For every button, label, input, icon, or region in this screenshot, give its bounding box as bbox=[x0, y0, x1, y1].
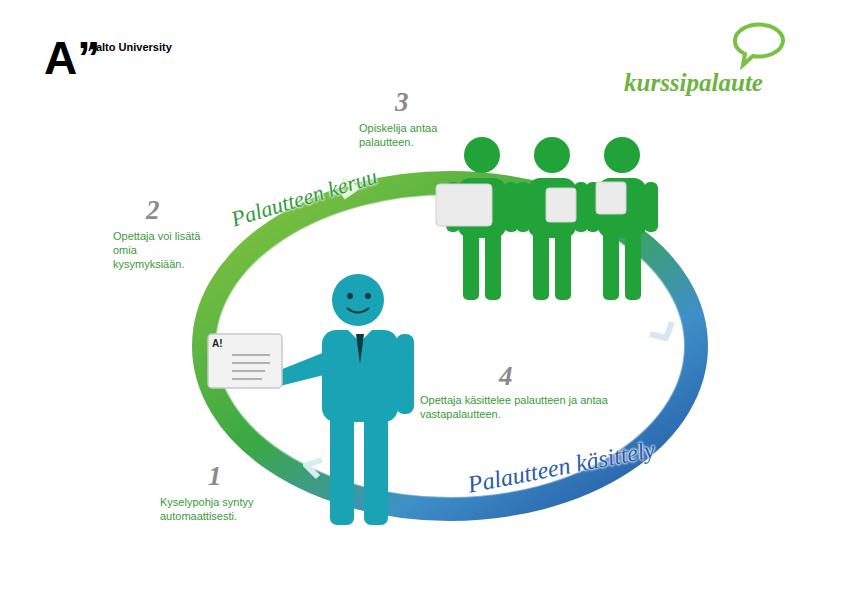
logo-mark: A” bbox=[44, 30, 100, 88]
survey-card bbox=[208, 334, 282, 388]
callout-number: 4 bbox=[499, 360, 513, 394]
step-text: Kyselypohja syntyy automaattisesti. bbox=[160, 496, 285, 524]
step-text: Opiskelija antaa palautteen. bbox=[359, 122, 439, 150]
callout-number: 3 bbox=[395, 86, 409, 120]
speech-bubble bbox=[735, 25, 783, 65]
step-text: Opettaja käsittelee palautteen ja antaa … bbox=[420, 394, 615, 422]
feedback-cards bbox=[436, 182, 626, 226]
step-text: Opettaja voi lisätä omia kysymyksiään. bbox=[113, 230, 211, 271]
brand-name: kurssipalaute bbox=[624, 67, 763, 98]
card-logo: A! bbox=[212, 338, 223, 351]
callout-number: 1 bbox=[208, 460, 222, 494]
direction-chevron bbox=[306, 460, 322, 477]
university-name: Aalto University bbox=[88, 41, 172, 55]
callout-number: 2 bbox=[146, 194, 160, 228]
teacher bbox=[275, 274, 414, 525]
card-lines bbox=[232, 355, 270, 379]
direction-chevron bbox=[650, 322, 672, 338]
